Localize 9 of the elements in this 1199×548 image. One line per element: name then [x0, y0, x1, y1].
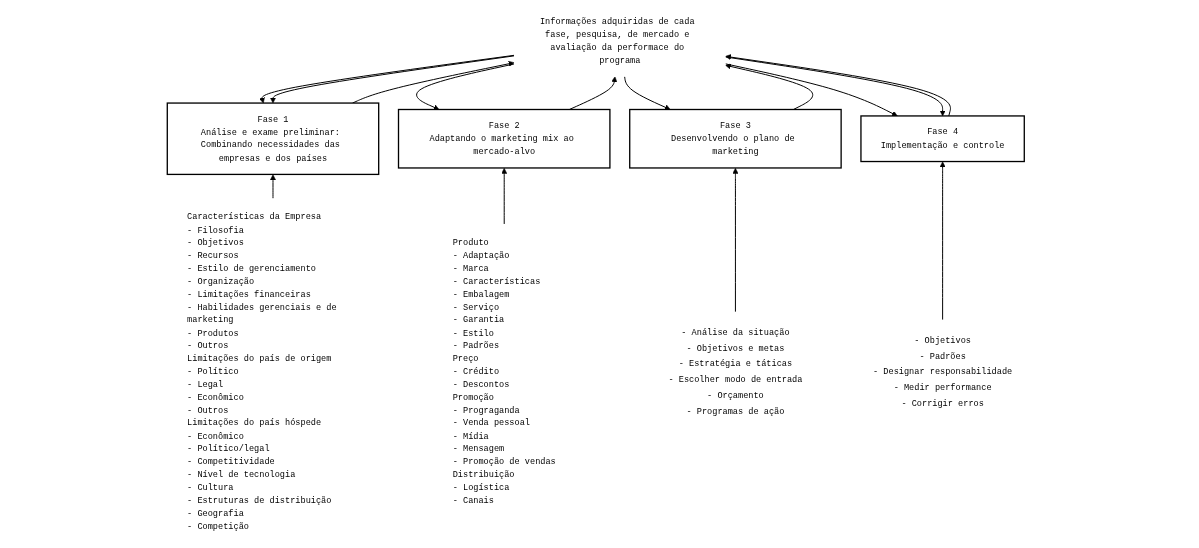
node-box: Fase 3 Desenvolvendo o plano de marketing	[628, 108, 842, 169]
node-text: Informações adquiridas de cada fase, pesquisa, de mercado e avaliação da performace do programa	[539, 16, 695, 66]
node-text: Características da Empresa - Filosofia - Objetivos - Recursos - Estilo de gerenciamento - Organização - Limitações financeiras - Habilidades gerenciais e de marketing - Produtos - Outros Limitações do país de origem - Político - Legal - Econômico - Outros Limitações do país hóspede - Econômico - Político/legal - Competitividade - Nível de tecnologia - Cultura - Estruturas de distribuição - Geografia - Competição	[186, 212, 337, 532]
node-box: Fase 1 Análise e exame preliminar: Combinando necessidades das empresas e dos países	[166, 102, 380, 176]
node-text: - Objetivos - Padrões - Designar responsabilidade - Medir performance - Corrigir erros	[872, 335, 1013, 409]
node-box: Fase 4 Implementação e controle	[860, 115, 1025, 163]
node-text: - Análise da situação - Objetivos e metas - Estratégia e táticas - Escolher modo de entrada - Orçamento - Programas de ação	[668, 327, 803, 417]
node-text: Produto - Adaptação - Marca - Características - Embalagem - Serviço - Garantia - Estilo - Padrões Preço - Crédito - Descontos Promoção - Prograganda - Venda pessoal - Mídia - Mensagem - Promoção de vendas Distribuição - Logística - Canais	[452, 237, 556, 506]
node-box: Fase 2 Adaptando o marketing mix ao mercado-alvo	[397, 108, 611, 169]
